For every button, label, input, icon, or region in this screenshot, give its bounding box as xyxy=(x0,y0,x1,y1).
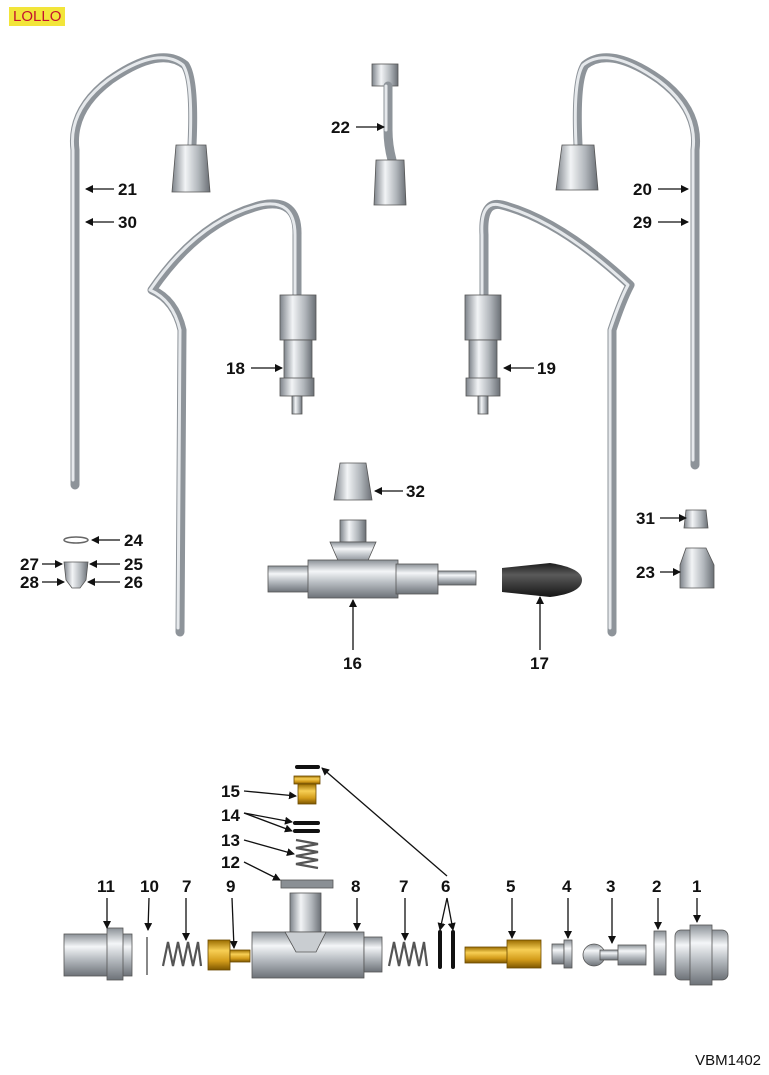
callout-11: 11 xyxy=(97,877,115,896)
callout-23: 23 xyxy=(636,563,655,582)
callout-30: 30 xyxy=(118,213,137,232)
nozzle-25-26 xyxy=(63,561,89,589)
bushing-4 xyxy=(551,939,573,969)
washer-24 xyxy=(63,536,89,544)
tube-nut xyxy=(555,144,599,191)
washer-2 xyxy=(653,930,667,976)
callout-8: 8 xyxy=(351,877,360,896)
callout-19: 19 xyxy=(537,359,556,378)
piston-5 xyxy=(464,939,542,969)
callout-28: 28 xyxy=(20,573,39,592)
callout-27: 27 xyxy=(20,555,39,574)
spring-7b xyxy=(387,941,429,967)
callout-5: 5 xyxy=(506,877,515,896)
callout-4: 4 xyxy=(562,877,572,896)
callout-17: 17 xyxy=(530,654,549,673)
nut-23 xyxy=(679,547,715,589)
callout-14: 14 xyxy=(221,806,240,825)
callout-2: 2 xyxy=(652,877,661,896)
callout-labels: 22 21 30 20 29 18 19 32 24 25 26 27 28 3… xyxy=(20,118,701,896)
steam-tap-tube-19 xyxy=(464,199,635,637)
spring-13 xyxy=(295,838,319,870)
fitting-31 xyxy=(683,509,709,529)
nut-12 xyxy=(280,879,334,889)
tube-nut xyxy=(171,144,211,193)
callout-18: 18 xyxy=(226,359,245,378)
steam-tube-left-21-30 xyxy=(69,53,211,490)
callout-9: 9 xyxy=(226,877,235,896)
callout-21: 21 xyxy=(118,180,137,199)
callout-6: 6 xyxy=(441,877,450,896)
steam-tap-tube-18 xyxy=(147,199,317,637)
tube-22 xyxy=(371,63,407,206)
callout-26: 26 xyxy=(124,573,143,592)
callout-10: 10 xyxy=(140,877,159,896)
callout-7a: 7 xyxy=(182,877,191,896)
callout-20: 20 xyxy=(633,180,652,199)
callout-3: 3 xyxy=(606,877,615,896)
callout-25: 25 xyxy=(124,555,143,574)
valve-stem-15 xyxy=(293,775,321,805)
callout-24: 24 xyxy=(124,531,143,550)
callout-15: 15 xyxy=(221,782,240,801)
callout-31: 31 xyxy=(636,509,655,528)
spring-7a xyxy=(161,941,203,967)
callout-1: 1 xyxy=(692,877,701,896)
callout-7b: 7 xyxy=(399,877,408,896)
brand-tag: LOLLO xyxy=(9,7,66,26)
tap-body-16 xyxy=(267,519,477,599)
callout-12: 12 xyxy=(221,853,240,872)
pin-3 xyxy=(582,943,647,967)
callout-32: 32 xyxy=(406,482,425,501)
nut-32 xyxy=(333,462,373,501)
callout-arrows xyxy=(42,123,701,949)
callout-29: 29 xyxy=(633,213,652,232)
callout-13: 13 xyxy=(221,831,240,850)
fitting-11 xyxy=(63,927,133,981)
valve-9 xyxy=(207,939,251,971)
steam-tube-right-20-29 xyxy=(555,53,701,470)
callout-22: 22 xyxy=(331,118,350,137)
rubber-knob-17 xyxy=(502,563,582,597)
callout-16: 16 xyxy=(343,654,362,673)
diagram-code: VBM1402 xyxy=(695,1052,761,1069)
cap-nut-1 xyxy=(674,924,729,986)
tee-body-8 xyxy=(251,892,383,979)
